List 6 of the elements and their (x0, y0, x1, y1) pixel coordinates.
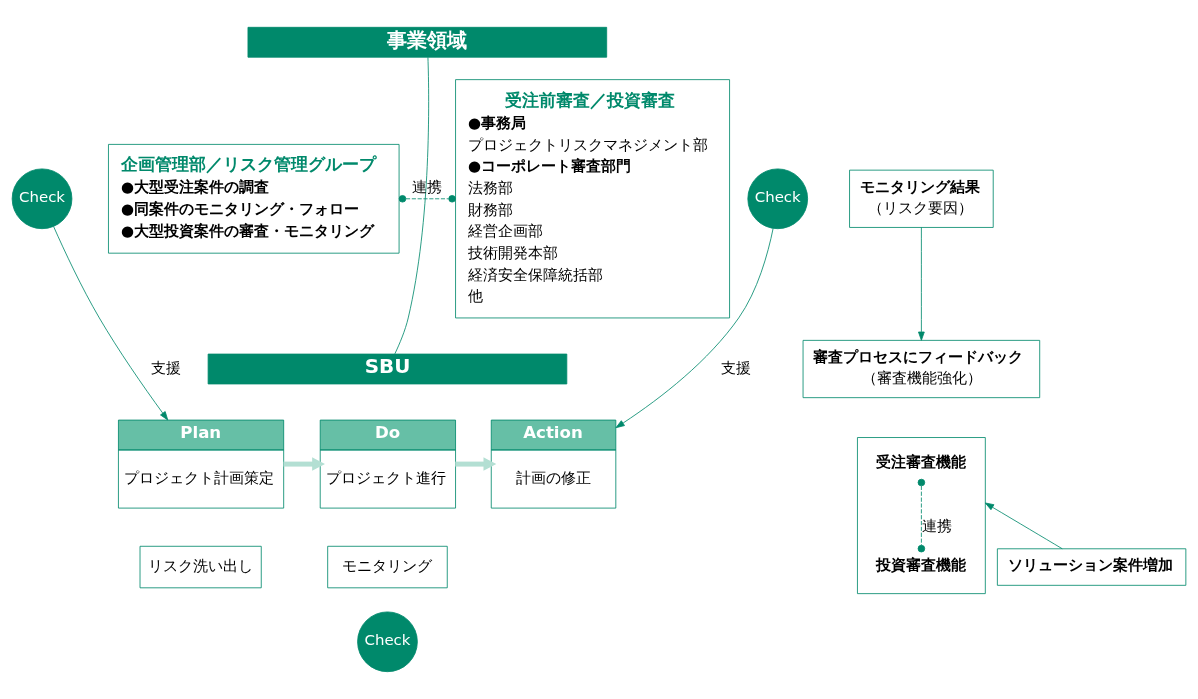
edge-label: 連携 (921, 516, 952, 535)
edge-label: 支援 (151, 358, 182, 377)
node-text: 受注審査機能 (876, 452, 967, 471)
edge-label: 連携 (412, 177, 443, 196)
node-text: 投資審査機能 (876, 555, 967, 574)
edge-label: 支援 (720, 358, 751, 377)
